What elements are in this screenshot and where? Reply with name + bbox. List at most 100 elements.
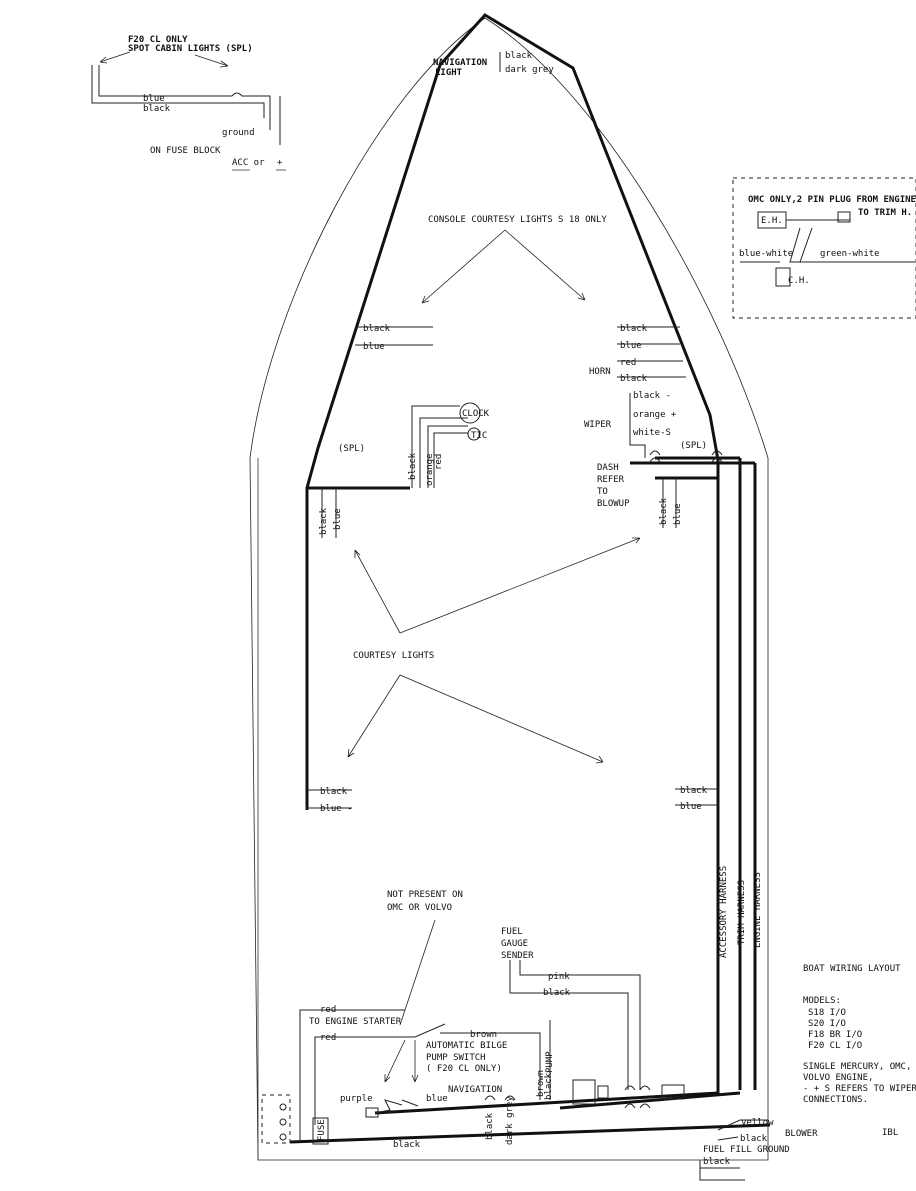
bilge-arrows — [384, 1039, 419, 1083]
harness-crossovers-top — [649, 450, 723, 463]
left-console-orange-v: orange — [425, 453, 435, 486]
fuse-terminal-1 — [279, 1103, 287, 1111]
nav-light-dark-grey: dark grey — [505, 65, 554, 75]
tic-gauge — [467, 427, 481, 441]
right-console-red: red — [620, 358, 636, 368]
not-present-arrow — [399, 919, 436, 1026]
bottom-black-v: black — [485, 1112, 495, 1140]
omc-title-1: OMC ONLY,2 PIN PLUG FROM ENGINE — [748, 195, 916, 205]
upper-right-blue: blue — [673, 503, 683, 525]
wiper-label: WIPER — [584, 420, 612, 430]
fuse-terminal-3 — [279, 1133, 287, 1141]
lower-right-black: black — [680, 786, 708, 796]
lower-left-black: black — [320, 787, 348, 797]
bottom-brown-v: brown — [536, 1070, 546, 1097]
fuel-gauge-line-2: GAUGE — [501, 939, 528, 949]
blower-wires — [699, 1119, 768, 1181]
main-bow-harness — [305, 13, 720, 1090]
bottom-purple: purple — [340, 1094, 373, 1104]
blower-label: BLOWER — [785, 1129, 818, 1139]
spot-cabin-arrow-left — [99, 51, 131, 64]
spot-cabin-arrow-right — [194, 54, 229, 68]
upper-left-blue: blue — [333, 508, 343, 530]
upper-side-wires — [321, 478, 677, 538]
dash-line-1: DASH — [597, 463, 619, 473]
bottom-black-harness — [289, 1123, 771, 1144]
courtesy-arrows-lower — [347, 674, 604, 764]
bottom-yellow: yellow — [741, 1118, 774, 1128]
bottom-harness-2 — [559, 1091, 741, 1110]
console-courtesy-label: CONSOLE COURTESY LIGHTS S 18 ONLY — [428, 215, 607, 225]
harness-crossovers-bottom — [484, 1085, 651, 1109]
fuel-gauge-pink: pink — [548, 972, 570, 982]
upper-right-black: black — [659, 497, 669, 525]
bilge-line-2: PUMP SWITCH — [426, 1053, 486, 1063]
model-3: F18 BR I/O — [808, 1030, 862, 1040]
console-courtesy-arrows — [421, 229, 586, 304]
courtesy-lights-label: COURTESY LIGHTS — [353, 651, 434, 661]
bottom-pump-v: PUMP — [545, 1051, 555, 1073]
purple-wire — [374, 1099, 419, 1114]
omc-title-2: TO TRIM H. — [858, 208, 912, 218]
clock-wires — [411, 405, 468, 488]
engine-harness-label: ENGINE HARNESS — [753, 872, 763, 948]
horn-label: HORN — [589, 367, 611, 377]
note-4: CONNECTIONS. — [803, 1095, 868, 1105]
starter-red-1: red — [320, 1005, 336, 1015]
trim-harness-label: TRIM HARNESS — [737, 880, 747, 945]
model-1: S18 I/O — [808, 1008, 846, 1018]
note-3: - + S REFERS TO WIPER — [803, 1084, 916, 1094]
note-2: VOLVO ENGINE, — [803, 1073, 873, 1083]
fuel-gauge-wires — [509, 960, 641, 1090]
not-present-line-2: OMC OR VOLVO — [387, 903, 452, 913]
diagram-title: BOAT WIRING LAYOUT — [803, 964, 901, 974]
right-console-black-1: black — [620, 324, 648, 334]
left-console-black: black — [363, 324, 391, 334]
lower-left-blue: blue - — [320, 804, 353, 814]
not-present-line-1: NOT PRESENT ON — [387, 890, 463, 900]
clock-label: CLOCK — [462, 409, 490, 419]
fuse-terminal-2 — [279, 1118, 287, 1126]
omc-eh: E.H. — [761, 216, 783, 226]
starter-wires — [299, 1009, 551, 1140]
pump-plug — [365, 1107, 379, 1118]
spot-cabin-fuse-block: ON FUSE BLOCK — [150, 146, 221, 156]
accessory-harness-label: ACCESSORY HARNESS — [719, 866, 729, 958]
to-engine-starter: TO ENGINE STARTER — [309, 1017, 402, 1027]
right-console-wires — [617, 326, 686, 458]
left-console-blue: blue — [363, 342, 385, 352]
bottom-black-v2: black — [544, 1072, 554, 1100]
bottom-dark-grey-v: dark grey — [505, 1096, 515, 1145]
omc-ch: C.H. — [788, 276, 810, 286]
fuse-block — [261, 1094, 291, 1144]
wiper-orange: orange + — [633, 410, 677, 420]
corner-mark: IBL — [882, 1128, 898, 1138]
lower-right-blue: blue — [680, 802, 702, 812]
hull-outline — [249, 17, 769, 1161]
fuse-label: FUSE — [317, 1119, 327, 1141]
note-1: SINGLE MERCURY, OMC, — [803, 1062, 911, 1072]
dash-line-3: TO — [597, 487, 608, 497]
navigation-light-label-1: NAVIGATION — [433, 58, 487, 68]
upper-left-black: black — [319, 507, 329, 535]
lower-left-wires — [307, 789, 352, 809]
dash-line-4: BLOWUP — [597, 499, 630, 509]
left-console-black-v: black — [408, 452, 418, 480]
lower-right-wires — [675, 788, 718, 806]
bottom-blue: blue — [426, 1094, 448, 1104]
bilge-line-1: AUTOMATIC BILGE — [426, 1041, 507, 1051]
starter-brown: brown — [470, 1030, 497, 1040]
fuel-fill-ground: FUEL FILL GROUND — [703, 1145, 790, 1155]
omc-trim-plug — [837, 211, 851, 223]
trim-connector — [661, 1084, 685, 1100]
right-console-spl: (SPL) — [680, 441, 707, 451]
courtesy-arrows-upper — [354, 537, 641, 634]
bottom-harness-1 — [374, 1090, 720, 1115]
bottom-navigation: NAVIGATION — [448, 1085, 502, 1095]
spot-cabin-blue: blue — [143, 94, 165, 104]
right-console-blue-1: blue — [620, 341, 642, 351]
nav-light-black: black — [505, 51, 533, 61]
fuel-gauge-line-3: SENDER — [501, 951, 534, 961]
spot-cabin-acc: ACC or — [232, 158, 265, 168]
fuse-holder — [312, 1117, 329, 1145]
